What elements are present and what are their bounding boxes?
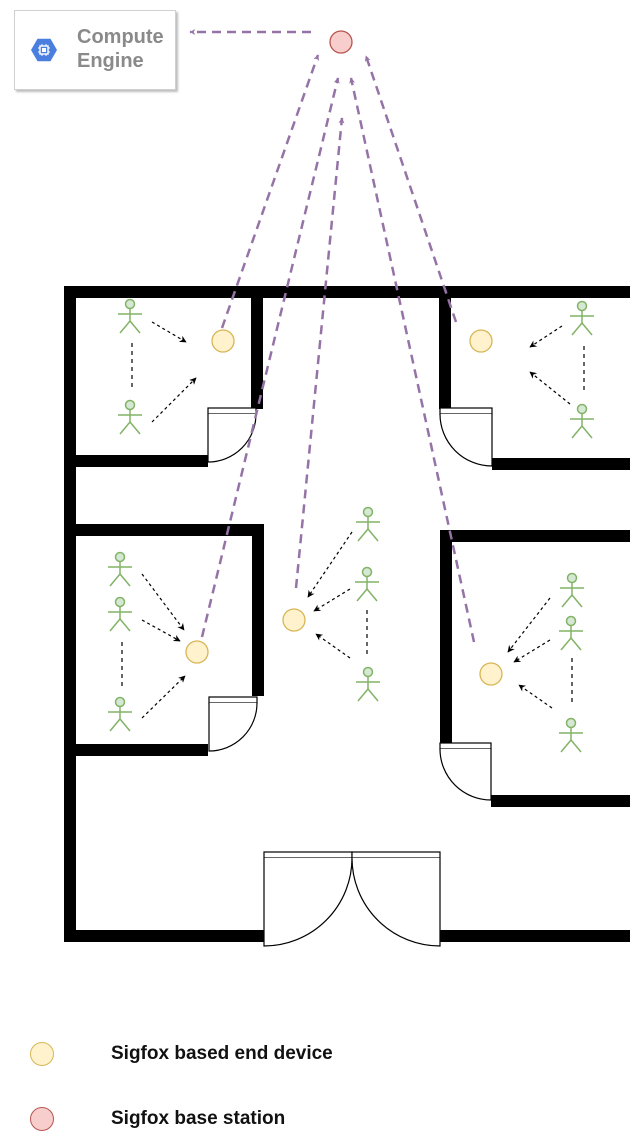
uplink-arrow-room2: [200, 77, 340, 638]
base-station-legend-icon: [30, 1107, 54, 1131]
legend-label-base-station: Sigfox base station: [111, 1108, 286, 1129]
person-icon: [355, 506, 381, 542]
local-arrows: [141, 321, 571, 719]
base-station: [329, 30, 353, 54]
wall-room1-bottom: [70, 455, 208, 467]
compute-engine-label: Compute Engine: [77, 26, 164, 72]
door-room4: [439, 742, 492, 801]
compute-engine-icon: [31, 38, 57, 62]
legend-label-end-device: Sigfox based end device: [111, 1043, 333, 1064]
uplink-arrows: [189, 29, 476, 643]
person-icon: [107, 596, 133, 632]
person-icon: [569, 300, 595, 336]
outer-wall-bottom-right: [440, 930, 630, 942]
outer-wall-left: [64, 286, 76, 942]
wall-room4-bottom: [491, 795, 630, 807]
wall-room4-top: [440, 530, 630, 542]
wall-room4-left: [440, 530, 452, 744]
person-icon: [107, 551, 133, 587]
uplink-arrow-room1: [220, 54, 320, 329]
end-device-legend-icon: [30, 1042, 54, 1066]
door-room2: [208, 696, 258, 752]
person-icon: [354, 566, 380, 602]
person-icon: [569, 403, 595, 439]
person-icon: [558, 615, 584, 651]
wall-room2-top: [70, 524, 264, 536]
wall-room3-left: [439, 294, 451, 409]
compute-engine-card: Compute Engine: [14, 10, 176, 90]
outer-wall-bottom-left: [64, 930, 264, 942]
person-icon: [558, 717, 584, 753]
end-device-hall: [282, 608, 306, 632]
wall-room3-bottom: [492, 458, 630, 470]
main-entrance-door: [263, 851, 441, 947]
person-icon: [355, 666, 381, 702]
person-icon: [107, 696, 133, 732]
outer-wall-top: [64, 286, 630, 298]
doors: [207, 407, 493, 947]
person-icon: [559, 572, 585, 608]
wall-room1-right: [251, 294, 263, 409]
end-device-room2: [185, 640, 209, 664]
end-device-room3: [469, 329, 493, 353]
door-room1: [207, 407, 257, 463]
association-lines: [121, 343, 585, 706]
end-device-room4: [479, 662, 503, 686]
end-devices: [185, 329, 503, 686]
person-icon: [117, 399, 143, 435]
uplink-arrow-hall: [294, 117, 345, 589]
person-icon: [117, 298, 143, 334]
wall-room2-right: [252, 524, 264, 696]
uplink-arrow-room3: [364, 55, 458, 323]
door-room3: [439, 407, 493, 467]
uplink-arrow-room4: [349, 77, 476, 643]
end-device-room1: [211, 329, 235, 353]
wall-room2-bottom: [70, 744, 208, 756]
walls: [64, 286, 630, 942]
